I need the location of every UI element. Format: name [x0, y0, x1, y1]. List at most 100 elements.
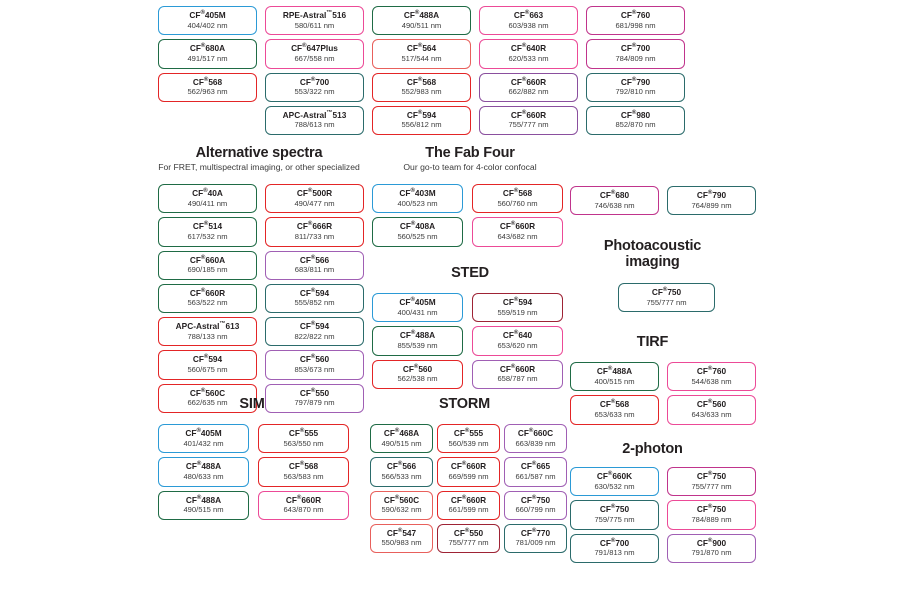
dye-wavelengths: 791/870 nm	[691, 548, 732, 558]
trademark-mark: ®	[631, 109, 637, 116]
sim-heading: SIM	[152, 396, 352, 412]
dye-wavelengths: 590/632 nm	[381, 505, 422, 515]
dye-name: CF®560	[402, 363, 433, 374]
dye-name: CF®663	[513, 10, 544, 20]
fab-four-heading: The Fab Four Our go-to team for 4-color …	[370, 145, 570, 173]
dye-wavelengths: 791/813 nm	[594, 548, 635, 558]
dye-wavelengths: 559/519 nm	[497, 307, 538, 317]
dye-wavelengths: 660/799 nm	[515, 505, 556, 515]
trademark-mark: ®	[203, 354, 209, 361]
dye-wavelengths: 683/811 nm	[294, 265, 335, 275]
dye-name: CF®700	[299, 76, 330, 87]
dye-name: CF®560C	[383, 494, 420, 505]
trademark-mark: ®	[200, 43, 206, 50]
trademark-mark: ®	[394, 494, 400, 501]
dye-wavelengths: 563/583 nm	[283, 471, 324, 481]
dye-name: CF®790	[696, 190, 727, 200]
dye-name: CF®750	[520, 494, 551, 505]
dye-name: CF®750	[696, 504, 727, 515]
trademark-mark: ®	[631, 10, 637, 17]
trademark-mark: ®	[707, 504, 713, 511]
trademark-mark: ™	[326, 109, 333, 116]
